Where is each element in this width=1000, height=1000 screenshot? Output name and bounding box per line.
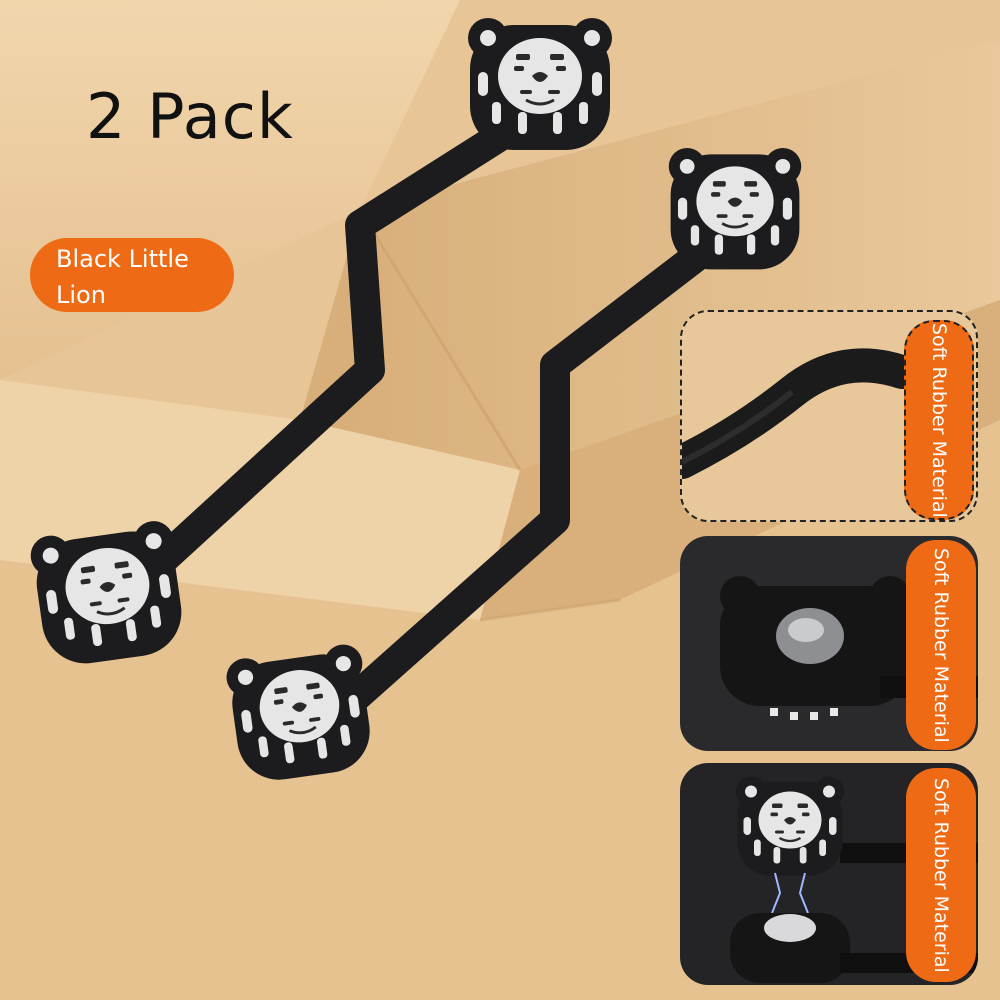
badge-line-2: Lion xyxy=(56,281,106,309)
material-callout-1: Soft Rubber Material xyxy=(904,320,974,520)
badge-line-1: Black Little xyxy=(56,245,189,273)
pack-count-title: 2 Pack xyxy=(86,80,294,153)
material-callout-3: Soft Rubber Material xyxy=(906,768,976,982)
color-variant-badge: Black Little Lion xyxy=(30,238,234,312)
lion-face-icon xyxy=(667,146,803,271)
material-callout-2: Soft Rubber Material xyxy=(906,540,976,750)
lion-face-icon xyxy=(466,16,614,152)
